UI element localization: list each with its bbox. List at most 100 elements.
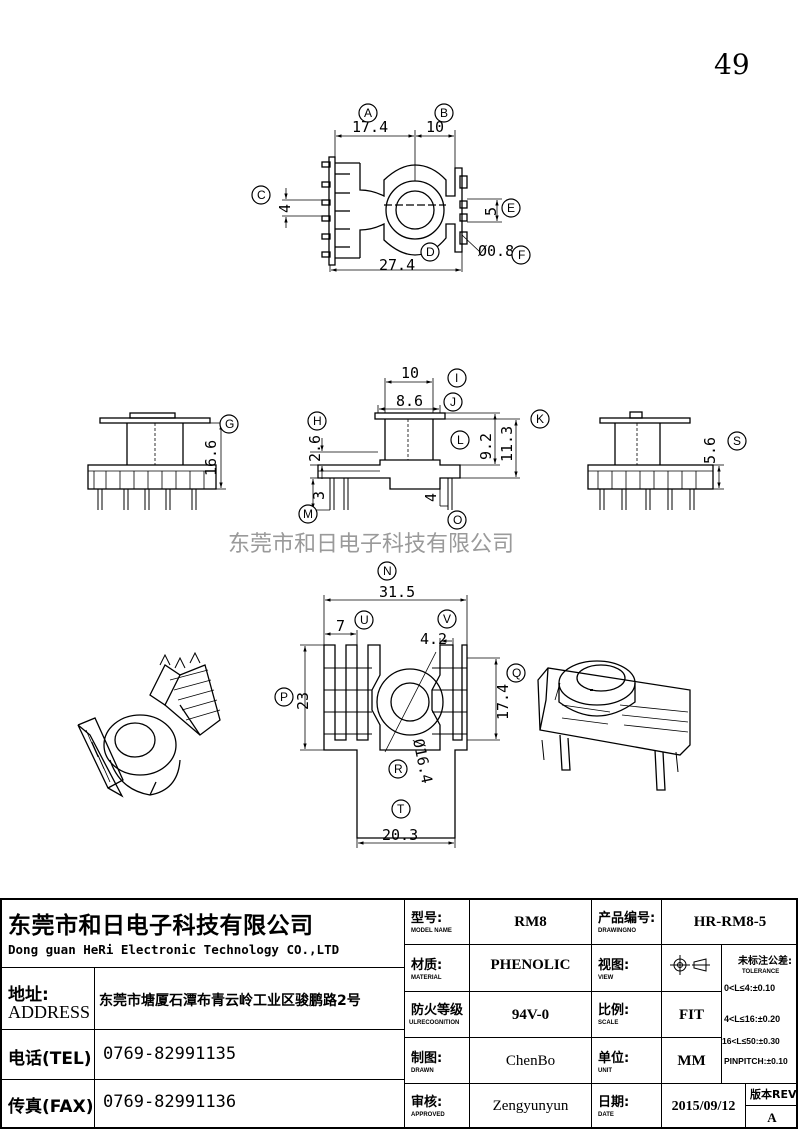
company-cell: 东莞市和日电子科技有限公司 Dong guan HeRi Electronic … bbox=[2, 900, 405, 968]
dim-top-c: 4 bbox=[276, 204, 294, 213]
drawn-label-cell: 制图: DRAWN bbox=[405, 1038, 470, 1084]
title-block: 东莞市和日电子科技有限公司 Dong guan HeRi Electronic … bbox=[0, 898, 798, 1129]
date-label: 日期: bbox=[598, 1095, 630, 1110]
right-view bbox=[587, 411, 724, 510]
scale-label: 比例: bbox=[598, 1003, 630, 1018]
date-label-cell: 日期: DATE bbox=[592, 1084, 662, 1129]
tolerance-pinpitch: PINPITCH:±0.10 bbox=[724, 1056, 788, 1066]
ul-label-cell: 防火等级 ULRECOGNITION bbox=[405, 992, 470, 1038]
material-sub: MATERIAL bbox=[411, 975, 442, 981]
dim-front-l: 9.2 bbox=[477, 433, 495, 460]
callout-o: O bbox=[453, 513, 462, 527]
tolerance-range-2: 4<L≤16:±0.20 bbox=[724, 1014, 781, 1024]
callout-r: R bbox=[394, 762, 403, 776]
tolerance-ranges-cell: 4<L≤16:±0.20 16<L≤50:±0.30 PINPITCH:±0.1… bbox=[722, 992, 798, 1084]
view-label: 视图: bbox=[598, 958, 630, 973]
address-label: 地址: bbox=[8, 985, 49, 1005]
dim-front-o: 4 bbox=[422, 493, 440, 502]
dim-top-a: 17.4 bbox=[352, 118, 388, 136]
dim-right-s: 5.6 bbox=[701, 437, 719, 464]
projection-symbol-cell bbox=[662, 945, 722, 992]
material-label-cell: 材质: MATERIAL bbox=[405, 945, 470, 992]
tel-label: 电话(TEL) bbox=[8, 1049, 92, 1069]
fax-label: 传真(FAX) bbox=[8, 1097, 94, 1117]
left-view bbox=[87, 412, 226, 510]
approved-label-cell: 审核: APPROVED bbox=[405, 1084, 470, 1129]
address-value: 东莞市塘厦石潭布青云岭工业区骏鹏路2号 bbox=[99, 993, 361, 1009]
unit-label-cell: 单位: UNIT bbox=[592, 1038, 662, 1084]
callout-q: Q bbox=[512, 666, 521, 680]
drawingno-sub: DRAWINGNO bbox=[598, 928, 636, 934]
projection-symbol-icon bbox=[670, 955, 710, 975]
ul-sub: ULRECOGNITION bbox=[409, 1020, 460, 1026]
callout-g: G bbox=[225, 417, 234, 431]
watermark: 东莞市和日电子科技有限公司 bbox=[228, 532, 514, 557]
tolerance-label: 未标注公差: bbox=[738, 956, 792, 967]
dim-top-f: Ø0.8 bbox=[478, 242, 514, 260]
model-label-cell: 型号: MODEL NAME bbox=[405, 900, 470, 945]
dim-front-k: 11.3 bbox=[498, 426, 516, 462]
front-view bbox=[310, 378, 520, 511]
drawingno-label: 产品编号: bbox=[598, 911, 656, 926]
tolerance-range-3: 16<L≤50:±0.30 bbox=[722, 1036, 780, 1046]
tel-value: 0769-82991135 bbox=[103, 1044, 237, 1064]
dim-front-j: 8.6 bbox=[396, 392, 423, 410]
date-value: 2015/09/12 bbox=[662, 1084, 746, 1129]
callout-k: K bbox=[536, 412, 544, 426]
drawingno-value: HR-RM8-5 bbox=[662, 900, 798, 945]
page-number: 49 bbox=[714, 48, 750, 81]
fax-value-cell: 0769-82991136 bbox=[95, 1080, 405, 1129]
drawn-sub: DRAWN bbox=[411, 1068, 434, 1074]
callout-l: L bbox=[457, 433, 464, 447]
material-value: PHENOLIC bbox=[470, 945, 592, 992]
view-sub: VIEW bbox=[598, 975, 614, 981]
callouts: A B C D E F G H I J K L M N O P Q R S T … bbox=[219, 103, 747, 819]
callout-e: E bbox=[507, 201, 515, 215]
scale-sub: SCALE bbox=[598, 1020, 619, 1026]
dim-top-e: 5 bbox=[482, 207, 500, 216]
unit-sub: UNIT bbox=[598, 1068, 612, 1074]
tolerance-header-cell: 未标注公差: TOLERANCE 0<L≤4:±0.10 bbox=[722, 945, 798, 992]
rev-value: A bbox=[767, 1110, 777, 1125]
callout-u: U bbox=[360, 613, 369, 627]
address-label-cell: 地址: ADDRESS bbox=[2, 968, 95, 1030]
drawingno-label-cell: 产品编号: DRAWINGNO bbox=[592, 900, 662, 945]
tel-value-cell: 0769-82991135 bbox=[95, 1030, 405, 1080]
callout-p: P bbox=[280, 690, 288, 704]
view-label-cell: 视图: VIEW bbox=[592, 945, 662, 992]
dim-left-g: 16.6 bbox=[202, 440, 220, 476]
dim-bot-p: 23 bbox=[294, 692, 312, 710]
dim-bot-t: 20.3 bbox=[382, 826, 418, 844]
tel-label-cell: 电话(TEL) bbox=[2, 1030, 95, 1080]
address-value-cell: 东莞市塘厦石潭布青云岭工业区骏鹏路2号 bbox=[95, 968, 405, 1030]
material-label: 材质: bbox=[411, 958, 443, 973]
scale-value: FIT bbox=[662, 992, 722, 1038]
dim-top-d: 27.4 bbox=[379, 256, 415, 274]
bottom-view bbox=[300, 595, 500, 848]
approved-label: 审核: bbox=[411, 1095, 443, 1110]
callout-a: A bbox=[364, 106, 372, 120]
scale-label-cell: 比例: SCALE bbox=[592, 992, 662, 1038]
address-label-en: ADDRESS bbox=[8, 1002, 91, 1022]
callout-d: D bbox=[426, 245, 435, 259]
dim-bot-v: 4.2 bbox=[420, 630, 447, 648]
callout-i: I bbox=[455, 371, 458, 385]
ul-value: 94V-0 bbox=[470, 992, 592, 1038]
dim-bot-u: 7 bbox=[336, 617, 345, 635]
ul-label: 防火等级 bbox=[411, 1003, 464, 1018]
drawn-label: 制图: bbox=[411, 1051, 443, 1066]
technical-drawing: 49 17.4 10 27.4 bbox=[77, 48, 750, 848]
model-sub: MODEL NAME bbox=[411, 928, 452, 934]
fax-label-cell: 传真(FAX) bbox=[2, 1080, 95, 1129]
unit-value: MM bbox=[662, 1038, 722, 1084]
callout-m: M bbox=[303, 507, 313, 521]
tolerance-sub: TOLERANCE bbox=[742, 969, 780, 975]
dim-front-h: 2.6 bbox=[306, 435, 324, 462]
date-sub: DATE bbox=[598, 1112, 614, 1118]
dim-front-i: 10 bbox=[401, 364, 419, 382]
unit-label: 单位: bbox=[598, 1051, 630, 1066]
callout-v: V bbox=[443, 612, 451, 626]
callout-t: T bbox=[397, 802, 405, 816]
top-view bbox=[282, 130, 502, 272]
isometric-view-left bbox=[77, 651, 221, 798]
